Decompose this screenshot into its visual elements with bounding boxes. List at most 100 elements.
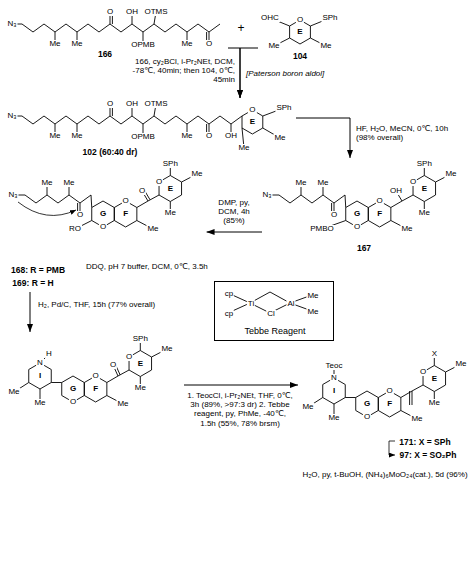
compound-structure: OHCOSPhEMeMe104 xyxy=(258,6,350,64)
atom-label: O xyxy=(155,178,163,186)
compound-number: 169: R = H xyxy=(11,279,54,288)
atom-label: Me xyxy=(410,415,423,423)
ring-label: E xyxy=(296,28,303,36)
atom-label: N xyxy=(36,359,44,367)
atom-label: Me xyxy=(70,132,83,140)
reagent-name: Tebbe Reagent xyxy=(243,327,306,336)
compound-number: 166 xyxy=(97,50,113,59)
atom-label: Me xyxy=(7,388,20,396)
atom-label: cp xyxy=(224,310,234,318)
atom-label: N xyxy=(330,374,338,382)
bond-line xyxy=(25,195,91,203)
compound-structure: N₃MeMeOOHOPMBOTMSMeO166 xyxy=(4,4,228,61)
atom-label: N₃ xyxy=(261,191,272,199)
reaction-arrow xyxy=(296,118,350,158)
atom-label: OH xyxy=(389,187,403,195)
atom-label: Me xyxy=(444,170,457,178)
atom-label: Me xyxy=(327,414,340,422)
atom-label: Me xyxy=(134,384,147,392)
atom-label: O xyxy=(353,223,361,231)
plus-sign: + xyxy=(234,22,248,34)
bond-line xyxy=(401,391,412,398)
ring-label: G xyxy=(99,210,107,218)
atom-label: O xyxy=(121,197,129,205)
mechanism-arrow xyxy=(18,202,76,215)
atom-label: Me xyxy=(33,399,46,407)
atom-label: O xyxy=(76,211,84,219)
atom-label: O xyxy=(138,187,146,195)
atom-label: Me xyxy=(116,400,129,408)
atom-label: O xyxy=(91,372,99,380)
atom-label: O xyxy=(69,398,77,406)
atom-label: Me xyxy=(273,134,286,142)
bond-line xyxy=(148,195,159,201)
atom-label: Me xyxy=(316,179,329,187)
bond-line xyxy=(345,397,355,398)
compound-structure: NHIMeMeOOGFMeOOSPhEMeMe xyxy=(4,332,184,412)
atom-label: O xyxy=(409,178,417,186)
reaction-conditions: 1. TeocCl, i-Pr₂NEt, THF, 0℃, 3h (89%, >… xyxy=(186,391,294,428)
ring-label: I xyxy=(38,372,42,380)
compound-number: 104 xyxy=(292,52,308,61)
atom-label: O xyxy=(205,132,213,140)
bond-line xyxy=(107,376,118,383)
reaction-arrow xyxy=(207,232,262,233)
atom-label: O xyxy=(375,197,383,205)
reaction-arrow xyxy=(30,292,31,332)
reagent-box: cpcpTiClAlMeMeTebbe Reagent xyxy=(214,281,334,341)
bond-line xyxy=(412,385,423,391)
atom-label: Al xyxy=(286,300,295,308)
atom-label: Me xyxy=(400,225,413,233)
bond-line xyxy=(409,391,410,405)
atom-label: SPh xyxy=(162,160,179,168)
compound-number: 167 xyxy=(356,244,372,253)
atom-label: Me xyxy=(146,225,159,233)
atom-label: Me xyxy=(180,40,193,48)
atom-label: SPh xyxy=(321,14,338,22)
ring-label: F xyxy=(92,385,99,393)
atom-label: Me xyxy=(160,345,173,353)
atom-label: N₃ xyxy=(7,191,18,199)
bond-line xyxy=(412,391,413,405)
ring-label: E xyxy=(167,185,174,193)
compound-structure: N₃MeMeOOHOPMBOTMSMeOOHOSPhEMeMe102 (60:4… xyxy=(4,98,296,160)
bond-line xyxy=(137,201,148,208)
atom-label: Me xyxy=(267,42,280,50)
reaction-conditions: H₂, Pd/C, THF, 15h (77% overall) xyxy=(38,300,213,309)
reaction-conditions: [Paterson boron aldol] xyxy=(246,69,346,78)
atom-label: O xyxy=(109,361,117,369)
atom-label: OH xyxy=(125,8,139,16)
bond-line xyxy=(345,195,347,208)
atom-label: O xyxy=(99,223,107,231)
compound-structure: N₃MeMeOROOOGFMeOOSPhEMeMe168: R = PMB169… xyxy=(4,158,207,292)
compound-structure: N₃MeMeOPMBOOOGFMeOHOSPhEMeMe167 xyxy=(262,158,462,256)
atom-label: SPh xyxy=(132,335,149,343)
atom-label: Me xyxy=(190,170,203,178)
atom-label: O xyxy=(330,211,338,219)
ring-label: E xyxy=(421,185,428,193)
atom-label: Me xyxy=(40,179,53,187)
atom-label: Me xyxy=(70,40,83,48)
bond-line xyxy=(402,195,413,201)
atom-label: O xyxy=(296,16,304,24)
ring-label: G xyxy=(69,385,77,393)
ring-label: E xyxy=(249,118,256,126)
atom-label: O xyxy=(106,100,114,108)
ring-label: E xyxy=(431,375,438,383)
reaction-conditions: HF, H₂O, MeCN, 0℃, 10h (98% overall) xyxy=(356,124,460,142)
atom-label: N₃ xyxy=(6,20,17,28)
atom-label: OTMS xyxy=(143,100,168,108)
atom-label: Me xyxy=(180,132,193,140)
atom-label: O xyxy=(125,353,133,361)
reaction-conditions: DDQ, pH 7 buffer, DCM, 0℃, 3.5h xyxy=(86,262,208,271)
atom-label: Cl xyxy=(266,310,276,318)
atom-label: Me xyxy=(306,292,319,300)
atom-label: O xyxy=(419,368,427,376)
bond-line xyxy=(391,201,402,208)
compound-number: 97: X = SO₂Ph xyxy=(399,451,458,460)
atom-label: OH xyxy=(125,100,139,108)
